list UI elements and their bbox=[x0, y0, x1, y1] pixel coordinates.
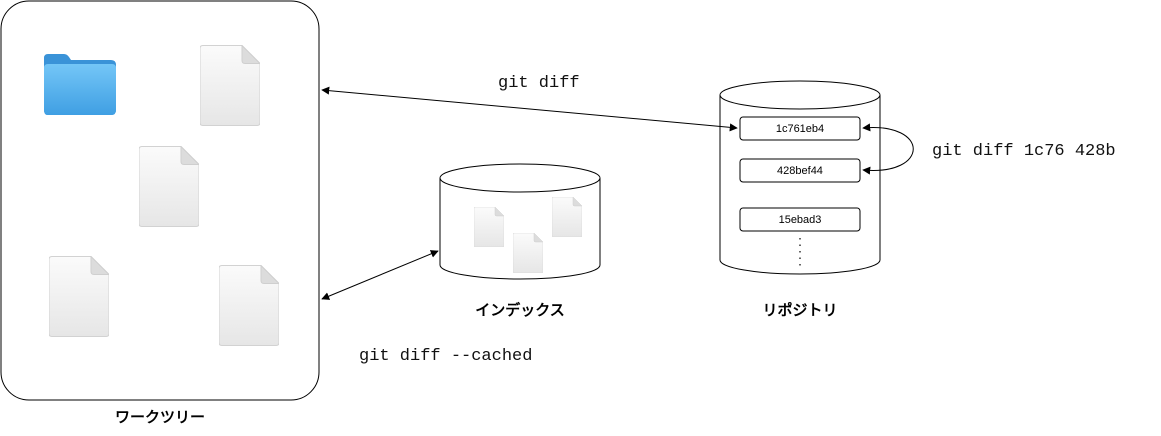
repository-label: リポジトリ bbox=[762, 301, 837, 319]
command-git-diff-commits: git diff 1c76 428b bbox=[932, 142, 1116, 161]
file-icon bbox=[474, 207, 504, 247]
file-icon bbox=[200, 45, 260, 126]
commit-box: 1c761eb4 bbox=[739, 116, 861, 141]
arrow-commit-commit bbox=[862, 123, 914, 175]
commit-label: 1c761eb4 bbox=[776, 123, 824, 135]
command-git-diff-cached: git diff --cached bbox=[359, 347, 532, 366]
folder-icon bbox=[44, 54, 116, 115]
arrow-worktree-commit bbox=[321, 86, 738, 132]
commit-box: 428bef44 bbox=[739, 158, 861, 183]
file-icon bbox=[139, 146, 199, 227]
file-icon bbox=[552, 197, 582, 237]
file-icon bbox=[513, 233, 543, 273]
index-label: インデックス bbox=[475, 301, 565, 319]
commit-label: 15ebad3 bbox=[779, 214, 822, 226]
commit-label: 428bef44 bbox=[777, 165, 823, 177]
work-tree-label: ワークツリー bbox=[115, 408, 205, 426]
commit-box: 15ebad3 bbox=[739, 207, 861, 232]
arrow-worktree-index bbox=[321, 250, 439, 300]
file-icon bbox=[219, 265, 279, 346]
command-git-diff: git diff bbox=[498, 74, 580, 93]
file-icon bbox=[49, 256, 109, 337]
